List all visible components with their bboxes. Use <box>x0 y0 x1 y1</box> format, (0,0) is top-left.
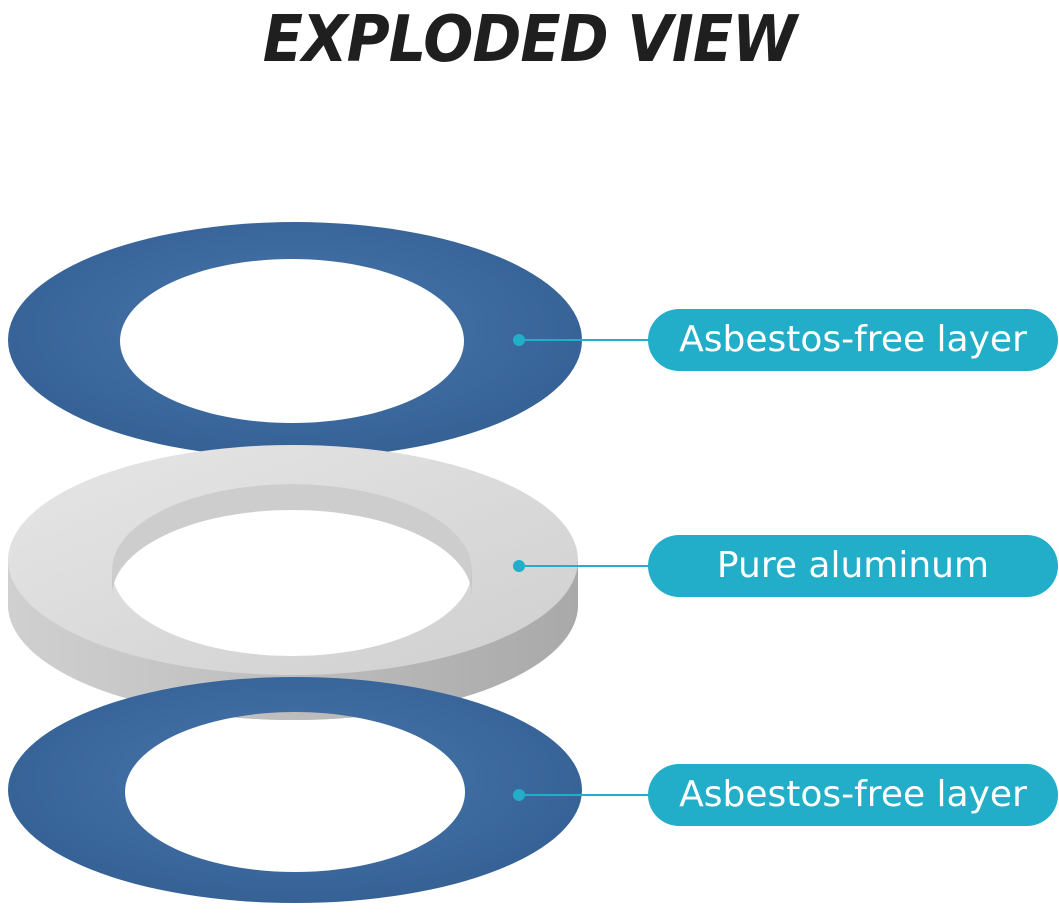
aluminum-gasket <box>8 445 578 720</box>
page-title: EXPLODED VIEW <box>262 3 797 77</box>
leader-line-3 <box>513 789 650 801</box>
label-top-layer: Asbestos-free layer <box>648 309 1058 371</box>
label-middle-layer: Pure aluminum <box>648 535 1058 597</box>
bottom-fiber-gasket <box>8 677 582 903</box>
top-fiber-gasket <box>8 222 582 458</box>
leader-line-1 <box>513 334 650 346</box>
label-bottom-layer: Asbestos-free layer <box>648 764 1058 826</box>
leader-line-2 <box>513 560 650 572</box>
